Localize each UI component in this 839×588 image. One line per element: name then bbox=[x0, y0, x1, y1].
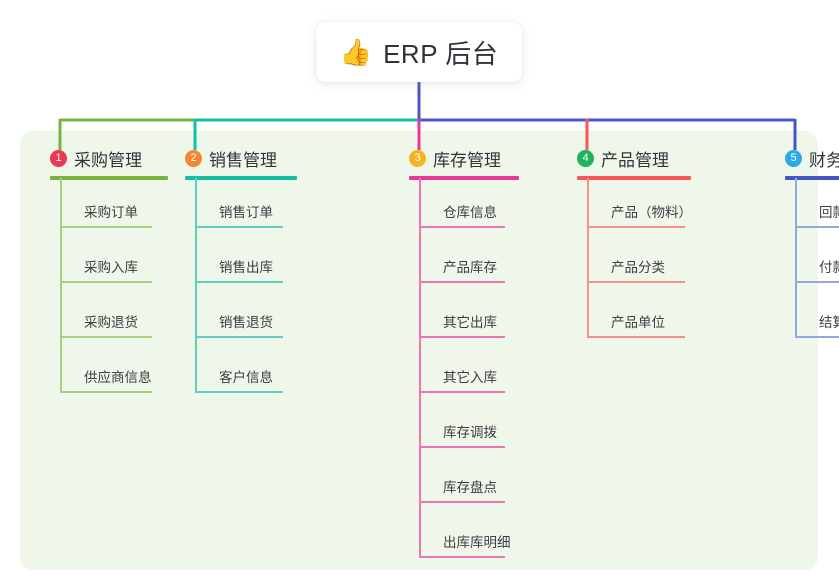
column-5: 5 财务管理回款单付款单结算账户 bbox=[765, 145, 839, 338]
leaf-item-label: 产品单位 bbox=[611, 315, 665, 330]
leaf-item[interactable]: 采购入库 bbox=[60, 243, 152, 283]
column-index-badge: 2 bbox=[185, 149, 202, 167]
leaf-item-rule bbox=[587, 336, 685, 338]
column-index-badge: 5 bbox=[785, 149, 802, 167]
leaf-item-label: 其它出库 bbox=[443, 315, 497, 330]
leaf-item[interactable]: 销售订单 bbox=[195, 188, 283, 228]
column-title: 采购管理 bbox=[74, 150, 142, 170]
column-index-badge: 4 bbox=[577, 149, 594, 167]
leaf-item[interactable]: 产品库存 bbox=[419, 243, 505, 283]
leaf-item-rule bbox=[419, 281, 505, 283]
leaf-item-label: 客户信息 bbox=[219, 370, 273, 385]
leaf-item-rule bbox=[587, 281, 685, 283]
column-1: 1 采购管理采购订单采购入库采购退货供应商信息 bbox=[30, 145, 168, 393]
leaf-item-rule bbox=[195, 336, 283, 338]
leaf-item-label: 回款单 bbox=[819, 205, 839, 220]
leaf-item-rule bbox=[419, 556, 505, 558]
leaf-item-label: 产品分类 bbox=[611, 260, 665, 275]
column-header-2[interactable]: 2 销售管理 bbox=[165, 145, 277, 171]
leaf-item-rule bbox=[587, 226, 685, 228]
column-trunk-line bbox=[60, 178, 62, 393]
leaf-item-label: 结算账户 bbox=[819, 315, 839, 330]
column-header-rule bbox=[50, 176, 168, 180]
column-trunk-line bbox=[419, 178, 421, 558]
leaf-item-label: 库存调拨 bbox=[443, 425, 497, 440]
root-title: ERP 后台 bbox=[383, 38, 499, 69]
column-header-1[interactable]: 1 采购管理 bbox=[30, 145, 142, 171]
leaf-item[interactable]: 仓库信息 bbox=[419, 188, 505, 228]
leaf-item[interactable]: 结算账户 bbox=[795, 298, 839, 338]
column-title: 产品管理 bbox=[601, 150, 669, 170]
column-header-5[interactable]: 5 财务管理 bbox=[765, 145, 839, 171]
leaf-item[interactable]: 产品分类 bbox=[587, 243, 685, 283]
leaf-item-rule bbox=[795, 226, 839, 228]
leaf-item-label: 出库库明细 bbox=[443, 535, 511, 550]
column-index-badge: 3 bbox=[409, 149, 426, 167]
leaf-item[interactable]: 客户信息 bbox=[195, 353, 283, 393]
leaf-item-rule bbox=[60, 281, 152, 283]
leaf-item-label: 产品（物料） bbox=[611, 205, 692, 220]
leaf-item-label: 产品库存 bbox=[443, 260, 497, 275]
leaf-item[interactable]: 产品单位 bbox=[587, 298, 685, 338]
leaf-item[interactable]: 出库库明细 bbox=[419, 518, 511, 558]
column-header-4[interactable]: 4 产品管理 bbox=[557, 145, 669, 171]
leaf-item-label: 仓库信息 bbox=[443, 205, 497, 220]
column-2: 2 销售管理销售订单销售出库销售退货客户信息 bbox=[165, 145, 297, 393]
leaf-item-label: 销售出库 bbox=[219, 260, 273, 275]
leaf-item-label: 库存盘点 bbox=[443, 480, 497, 495]
leaf-item-rule bbox=[195, 226, 283, 228]
leaf-item-label: 销售退货 bbox=[219, 315, 273, 330]
leaf-item-label: 采购订单 bbox=[84, 205, 138, 220]
leaf-item-rule bbox=[60, 391, 152, 393]
leaf-item[interactable]: 采购退货 bbox=[60, 298, 152, 338]
leaf-item[interactable]: 采购订单 bbox=[60, 188, 152, 228]
column-3: 3 库存管理仓库信息产品库存其它出库其它入库库存调拨库存盘点出库库明细 bbox=[389, 145, 519, 558]
leaf-item-rule bbox=[60, 226, 152, 228]
column-trunk-line bbox=[195, 178, 197, 393]
leaf-item-rule bbox=[419, 391, 505, 393]
leaf-item-label: 付款单 bbox=[819, 260, 839, 275]
column-trunk-line bbox=[795, 178, 797, 338]
column-header-rule bbox=[185, 176, 297, 180]
leaf-item-rule bbox=[195, 391, 283, 393]
leaf-item-rule bbox=[419, 446, 505, 448]
leaf-item-label: 其它入库 bbox=[443, 370, 497, 385]
leaf-item-rule bbox=[419, 501, 505, 503]
leaf-item[interactable]: 销售退货 bbox=[195, 298, 283, 338]
leaf-item[interactable]: 产品（物料） bbox=[587, 188, 692, 228]
leaf-item[interactable]: 库存调拨 bbox=[419, 408, 505, 448]
leaf-item[interactable]: 回款单 bbox=[795, 188, 839, 228]
column-header-rule bbox=[409, 176, 519, 180]
leaf-item-label: 采购退货 bbox=[84, 315, 138, 330]
leaf-item[interactable]: 销售出库 bbox=[195, 243, 283, 283]
leaf-item-rule bbox=[419, 226, 505, 228]
leaf-item-label: 销售订单 bbox=[219, 205, 273, 220]
column-title: 销售管理 bbox=[209, 150, 277, 170]
leaf-item-rule bbox=[60, 336, 152, 338]
thumbs-up-icon: 👍 bbox=[339, 37, 373, 67]
leaf-item[interactable]: 其它入库 bbox=[419, 353, 505, 393]
leaf-item-rule bbox=[795, 336, 839, 338]
column-index-badge: 1 bbox=[50, 149, 67, 167]
leaf-item-rule bbox=[795, 281, 839, 283]
column-trunk-line bbox=[587, 178, 589, 338]
leaf-item[interactable]: 库存盘点 bbox=[419, 463, 505, 503]
column-header-rule bbox=[577, 176, 691, 180]
column-title: 财务管理 bbox=[809, 150, 839, 170]
leaf-item[interactable]: 供应商信息 bbox=[60, 353, 152, 393]
leaf-item-rule bbox=[419, 336, 505, 338]
leaf-item[interactable]: 付款单 bbox=[795, 243, 839, 283]
column-4: 4 产品管理产品（物料） 产品分类产品单位 bbox=[557, 145, 692, 338]
leaf-item-rule bbox=[195, 281, 283, 283]
column-header-rule bbox=[785, 176, 839, 180]
column-header-3[interactable]: 3 库存管理 bbox=[389, 145, 501, 171]
leaf-item[interactable]: 其它出库 bbox=[419, 298, 505, 338]
leaf-item-label: 采购入库 bbox=[84, 260, 138, 275]
column-title: 库存管理 bbox=[433, 150, 501, 170]
root-node[interactable]: 👍 ERP 后台 bbox=[316, 22, 522, 82]
leaf-item-label: 供应商信息 bbox=[84, 370, 152, 385]
